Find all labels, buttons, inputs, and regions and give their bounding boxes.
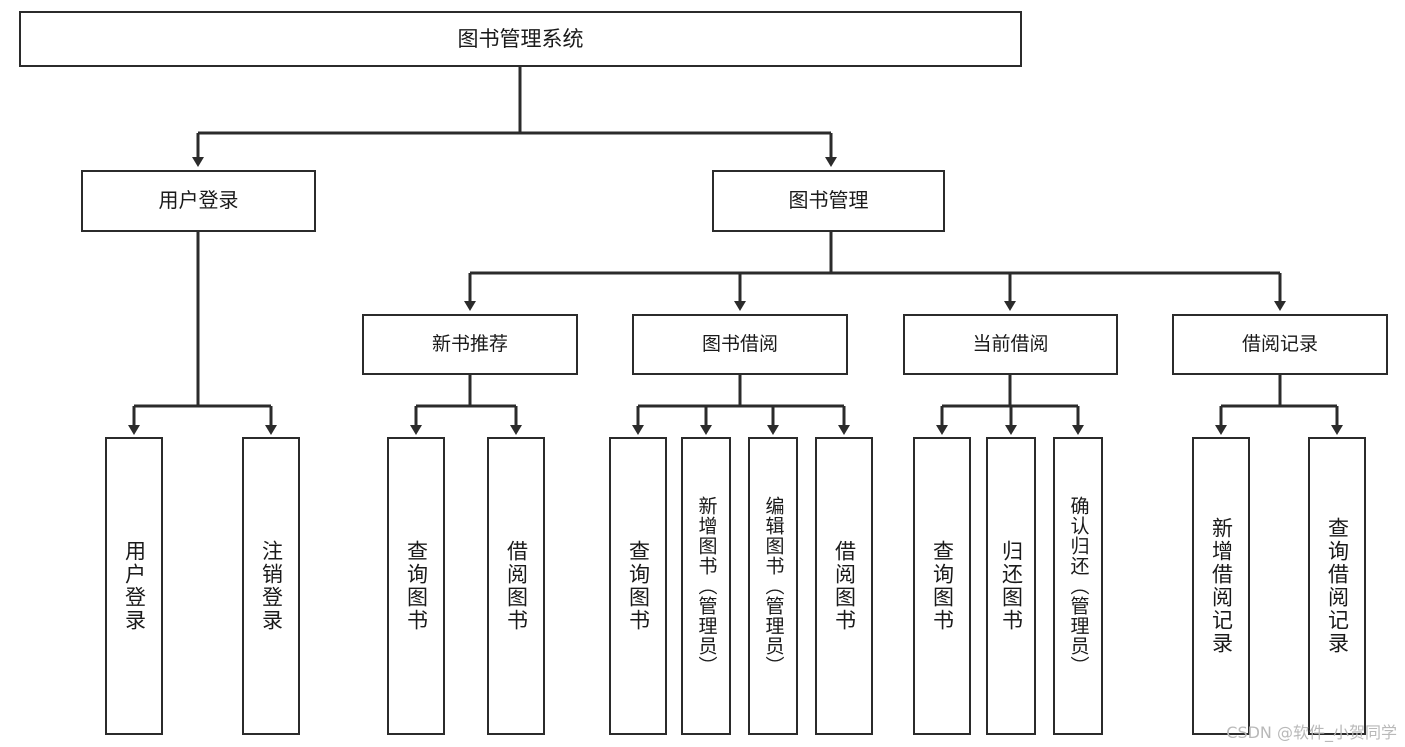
leaf-edit-book-admin[interactable]: 编辑图书（管理员） [748, 437, 798, 735]
leaf-query-book-3-label: 查询图书 [930, 540, 955, 632]
edges-borrowrecord-to-leaves [1215, 375, 1343, 435]
node-new-book-recommend-label: 新书推荐 [431, 333, 508, 356]
leaf-query-book-1-label: 查询图书 [404, 540, 429, 632]
leaf-query-book-3[interactable]: 查询图书 [913, 437, 971, 735]
node-borrow-record-label: 借阅记录 [1241, 333, 1318, 356]
leaf-user-login-label: 用户登录 [122, 540, 147, 632]
csdn-watermark: CSDN @软件_小贺同学 [1226, 723, 1397, 742]
leaf-confirm-return-admin[interactable]: 确认归还（管理员） [1053, 437, 1103, 735]
node-current-borrow[interactable]: 当前借阅 [903, 314, 1118, 375]
node-root-label: 图书管理系统 [457, 26, 584, 51]
node-root[interactable]: 图书管理系统 [19, 11, 1022, 67]
leaf-add-borrow-record-label: 新增借阅记录 [1209, 517, 1234, 655]
node-borrow-record[interactable]: 借阅记录 [1172, 314, 1388, 375]
leaf-borrow-book-2-label: 借阅图书 [832, 540, 857, 632]
node-current-borrow-label: 当前借阅 [972, 333, 1049, 356]
leaf-borrow-book-1-label: 借阅图书 [504, 540, 529, 632]
edges-currentborrow-to-leaves [936, 375, 1084, 435]
leaf-add-borrow-record[interactable]: 新增借阅记录 [1192, 437, 1250, 735]
edges-newbook-to-leaves [410, 375, 522, 435]
leaf-edit-book-admin-label: 编辑图书（管理员） [762, 496, 785, 676]
node-book-borrow-label: 图书借阅 [701, 333, 778, 356]
leaf-user-login[interactable]: 用户登录 [105, 437, 163, 735]
leaf-return-book[interactable]: 归还图书 [986, 437, 1036, 735]
leaf-borrow-book-2[interactable]: 借阅图书 [815, 437, 873, 735]
leaf-query-borrow-record[interactable]: 查询借阅记录 [1308, 437, 1366, 735]
leaf-confirm-return-admin-label: 确认归还（管理员） [1067, 496, 1090, 676]
edges-bookborrow-to-leaves [632, 375, 850, 435]
leaf-logout-label: 注销登录 [259, 540, 284, 632]
leaf-add-book-admin-label: 新增图书（管理员） [695, 496, 718, 676]
node-user-login-label: 用户登录 [158, 188, 239, 213]
edges-bookmanage-to-level3 [464, 232, 1286, 311]
leaf-borrow-book-1[interactable]: 借阅图书 [487, 437, 545, 735]
edges-root-to-level2 [192, 67, 837, 167]
leaf-query-book-1[interactable]: 查询图书 [387, 437, 445, 735]
node-new-book-recommend[interactable]: 新书推荐 [362, 314, 578, 375]
edges-userlogin-to-leaves [128, 232, 277, 435]
leaf-add-book-admin[interactable]: 新增图书（管理员） [681, 437, 731, 735]
leaf-return-book-label: 归还图书 [999, 540, 1024, 632]
leaf-query-book-2[interactable]: 查询图书 [609, 437, 667, 735]
leaf-query-borrow-record-label: 查询借阅记录 [1325, 517, 1350, 655]
node-book-manage-label: 图书管理 [788, 188, 869, 213]
leaf-query-book-2-label: 查询图书 [626, 540, 651, 632]
node-user-login[interactable]: 用户登录 [81, 170, 316, 232]
node-book-manage[interactable]: 图书管理 [712, 170, 945, 232]
leaf-logout[interactable]: 注销登录 [242, 437, 300, 735]
node-book-borrow[interactable]: 图书借阅 [632, 314, 848, 375]
